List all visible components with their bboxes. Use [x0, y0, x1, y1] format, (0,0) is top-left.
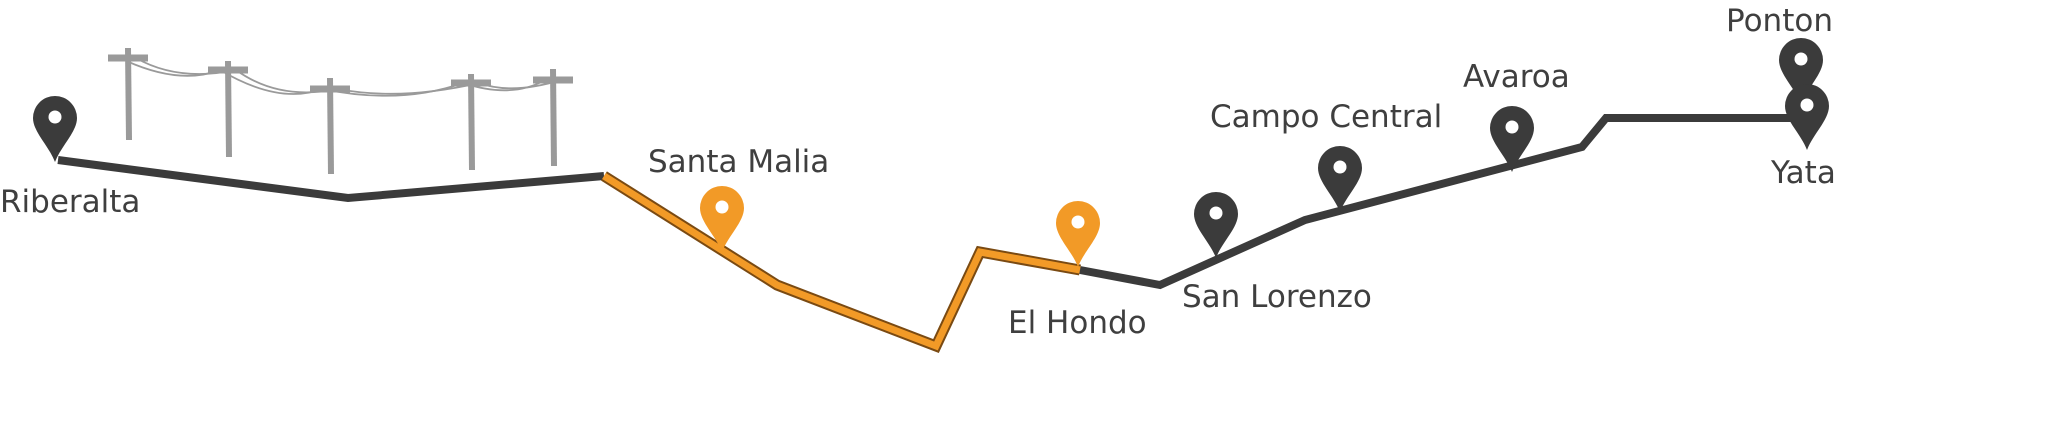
- road-segment-new: [602, 173, 1081, 351]
- map-pin-icon[interactable]: [1194, 192, 1238, 258]
- map-pin-hole: [1800, 98, 1814, 112]
- map-pin-icon[interactable]: [1056, 201, 1100, 267]
- map-pin-hole: [1794, 52, 1808, 66]
- town-label-campo-central: Campo Central: [1210, 99, 1442, 135]
- map-pin-icon[interactable]: [1785, 84, 1829, 150]
- road-route: [57, 114, 1823, 353]
- map-pin-body: [33, 96, 77, 162]
- map-pin-icon[interactable]: [1779, 38, 1823, 104]
- power-pole: [468, 73, 475, 171]
- map-pin-body: [700, 186, 744, 252]
- map-pin-body: [1318, 146, 1362, 212]
- map-pin-hole: [1505, 120, 1519, 134]
- map-pin-body: [1785, 84, 1829, 150]
- map-pin-body: [1194, 192, 1238, 258]
- map-pin-hole: [1071, 215, 1085, 229]
- power-wire: [219, 69, 323, 95]
- power-pole: [125, 47, 132, 141]
- map-pin-hole: [1333, 160, 1347, 174]
- map-pin-icon[interactable]: [1490, 106, 1534, 172]
- map-pin-icon[interactable]: [700, 186, 744, 252]
- town-label-yata: Yata: [1770, 155, 1836, 191]
- town-label-ponton: Ponton: [1726, 3, 1833, 39]
- map-pin-icon[interactable]: [33, 96, 77, 162]
- map-pin-hole: [715, 200, 729, 214]
- map-pin-hole: [1209, 206, 1223, 220]
- town-label-san-lorenzo: San Lorenzo: [1182, 279, 1372, 315]
- power-pole: [225, 60, 232, 158]
- power-line-icon: [108, 47, 573, 175]
- road-segment-existing-west: [57, 156, 605, 203]
- town-label-el-hondo: El Hondo: [1008, 305, 1147, 341]
- town-label-santa-malia: Santa Malia: [648, 144, 829, 180]
- town-label-riberalta: Riberalta: [0, 184, 140, 220]
- map-pin-icon[interactable]: [1318, 146, 1362, 212]
- town-label-avaroa: Avaroa: [1463, 59, 1570, 95]
- power-wire: [337, 82, 480, 95]
- map-pin-body: [1056, 201, 1100, 267]
- power-pole: [327, 77, 334, 175]
- map-pin-body: [1779, 38, 1823, 104]
- road-segment-existing-east: [1079, 114, 1823, 290]
- map-pin-body: [1490, 106, 1534, 172]
- power-pole: [550, 68, 557, 167]
- map-pin-hole: [48, 110, 62, 124]
